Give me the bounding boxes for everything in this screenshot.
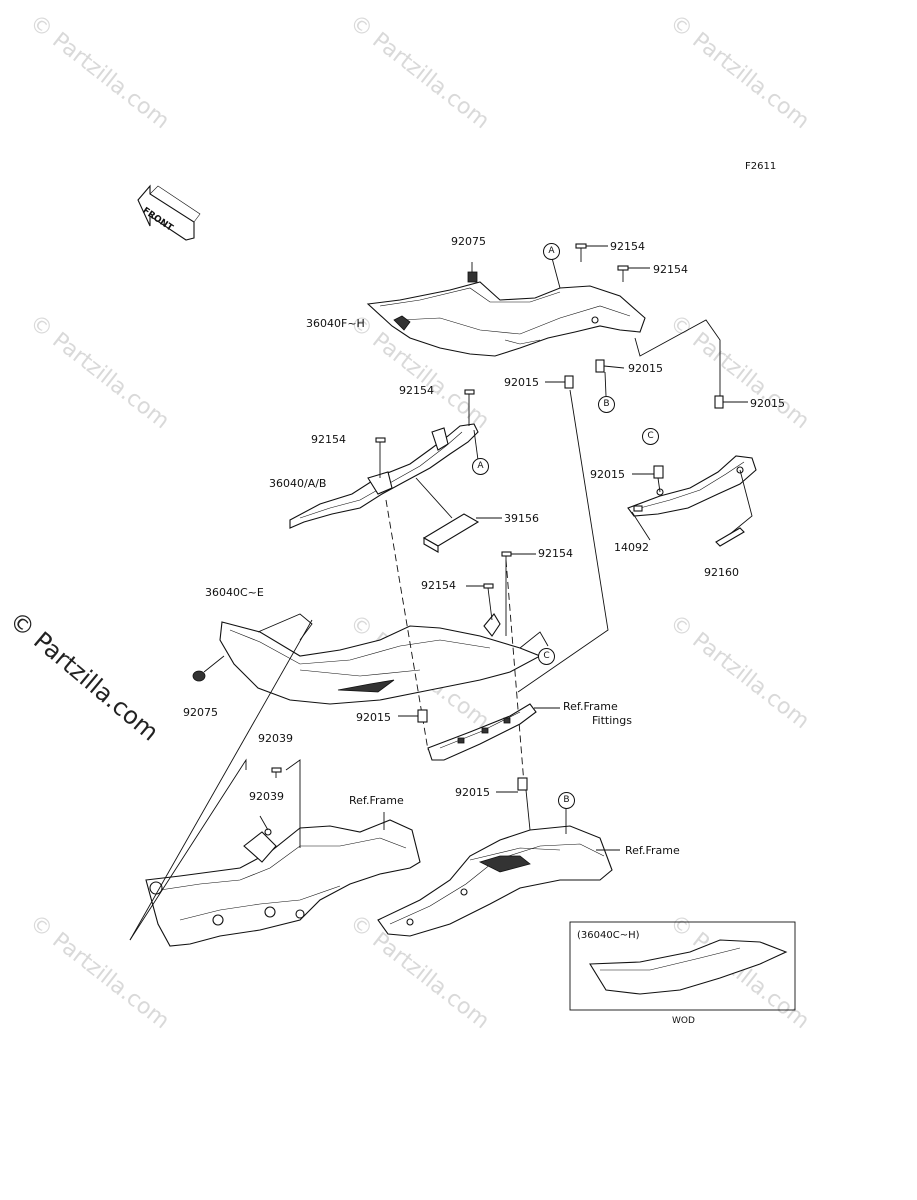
grommet-92015 (595, 359, 605, 373)
grommet-92015 (417, 709, 428, 723)
side-cover (219, 613, 542, 705)
part-label: 36040C~E (205, 586, 264, 599)
frame-left (145, 819, 421, 947)
part-label: 92154 (610, 240, 645, 253)
part-label: 92154 (538, 547, 573, 560)
part-label: 92015 (628, 362, 663, 375)
part-label: 92039 (249, 790, 284, 803)
part-label: 92039 (258, 732, 293, 745)
grommet-92015 (517, 777, 528, 791)
grommet-92015 (714, 395, 724, 409)
part-label: 92015 (356, 711, 391, 724)
ref-label: Ref.Frame (349, 794, 404, 807)
bolt-92039 (271, 767, 282, 773)
inset-side-cover (589, 939, 788, 995)
bracket-14092 (627, 455, 757, 517)
part-label: 92015 (455, 786, 490, 799)
pad-39156 (422, 513, 480, 553)
part-label: 92154 (653, 263, 688, 276)
callout-b: B (598, 396, 615, 413)
nut-92075 (192, 670, 206, 682)
pin-92160 (715, 527, 745, 547)
ref-label: Fittings (592, 714, 632, 727)
part-label: 92015 (504, 376, 539, 389)
callout-a: A (472, 458, 489, 475)
part-label: 36040/A/B (269, 477, 327, 490)
part-label: 92015 (590, 468, 625, 481)
ref-label: Ref.Frame (625, 844, 680, 857)
part-label: 92154 (311, 433, 346, 446)
callout-c: C (538, 648, 555, 665)
inset-title: (36040C~H) (577, 930, 640, 941)
front-arrow-icon (137, 184, 201, 241)
part-label: 92160 (704, 566, 739, 579)
ref-label: Ref.Frame (563, 700, 618, 713)
frame-fittings (427, 703, 537, 761)
callout-a: A (543, 243, 560, 260)
inset-caption: WOD (672, 1016, 695, 1026)
diagram-code: F2611 (745, 161, 777, 172)
bolt-92039 (264, 828, 272, 836)
part-label: 36040F~H (306, 317, 365, 330)
part-label: 14092 (614, 541, 649, 554)
seat-bracket (289, 423, 479, 529)
part-label: 92015 (750, 397, 785, 410)
part-label: 92154 (399, 384, 434, 397)
part-label: 39156 (504, 512, 539, 525)
inset-box (569, 921, 796, 1011)
callout-b: B (558, 792, 575, 809)
grommet-92015 (564, 375, 574, 389)
nut-92075 (467, 271, 478, 283)
grommet-92015 (653, 465, 664, 479)
frame-right (377, 825, 613, 937)
callout-c: C (642, 428, 659, 445)
upper-seat-cover (366, 281, 646, 357)
part-label: 92154 (421, 579, 456, 592)
part-label: 92075 (451, 235, 486, 248)
part-label: 92075 (183, 706, 218, 719)
